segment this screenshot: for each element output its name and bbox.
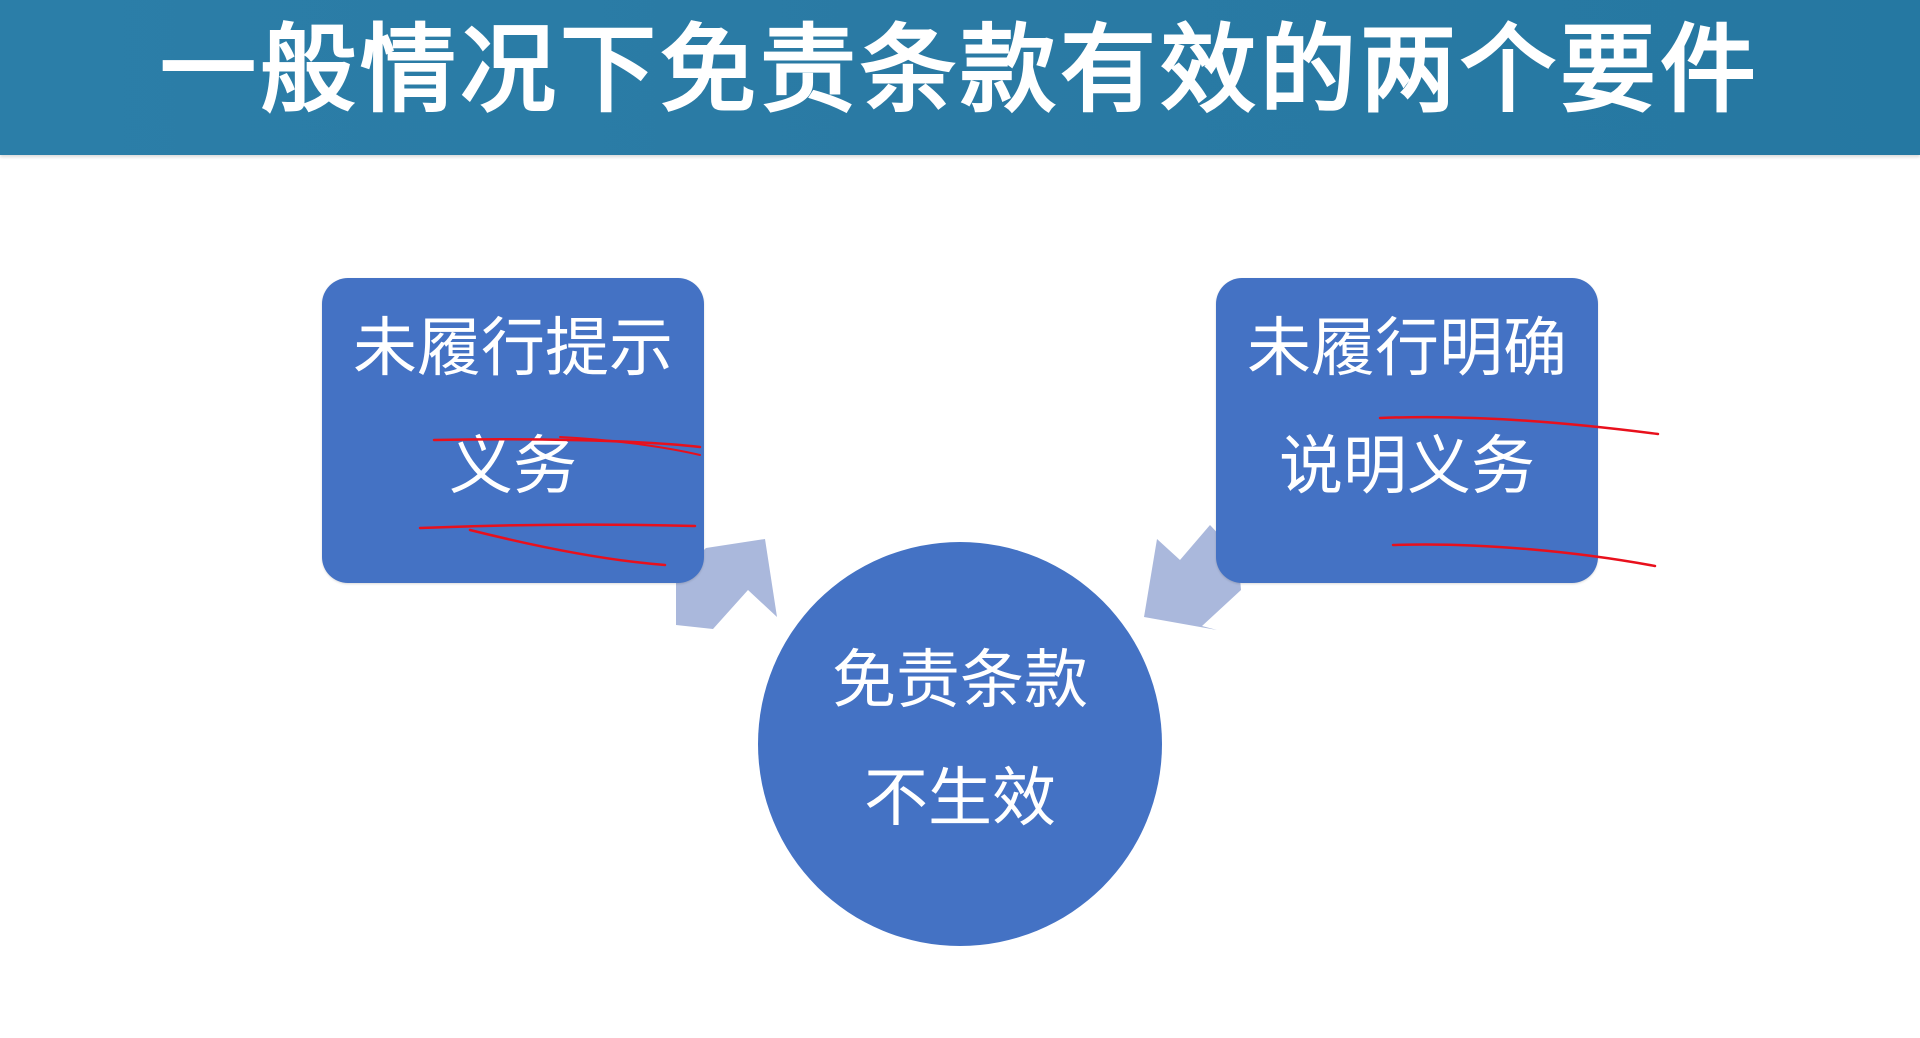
slide-title: 一般情况下免责条款有效的两个要件: [160, 14, 1760, 126]
right-box-line2: 说明义务: [1279, 430, 1535, 504]
left-condition-box: 未履行提示 义务: [322, 278, 704, 583]
right-condition-box: 未履行明确 说明义务: [1216, 278, 1598, 583]
result-line1: 免责条款: [832, 644, 1088, 718]
title-bar: 一般情况下免责条款有效的两个要件: [0, 0, 1920, 155]
left-box-line1: 未履行提示: [353, 312, 673, 386]
result-line2: 不生效: [864, 762, 1056, 836]
result-circle: 免责条款 不生效: [758, 542, 1162, 946]
right-box-line1: 未履行明确: [1247, 312, 1567, 386]
left-box-line2: 义务: [449, 430, 577, 504]
